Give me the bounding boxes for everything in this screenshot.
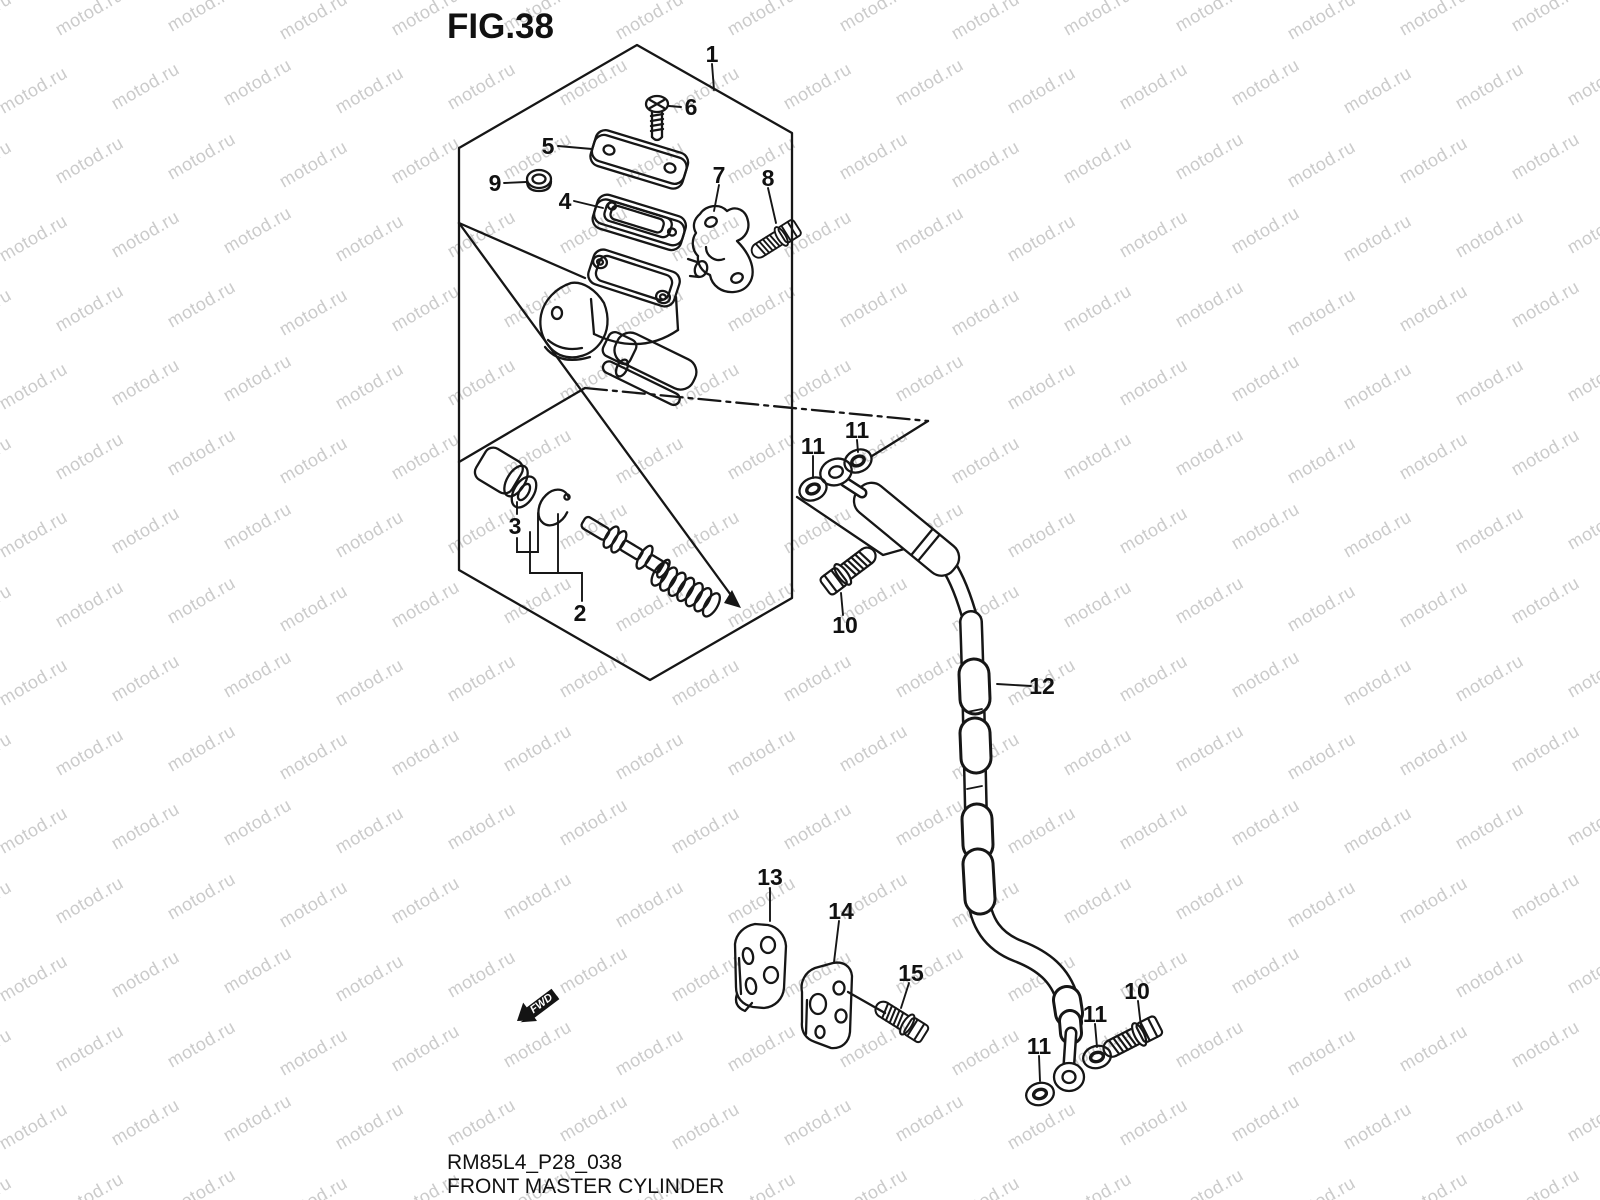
part-label-2: 2 xyxy=(574,600,587,626)
callout-line xyxy=(870,419,930,458)
part-label-11: 11 xyxy=(801,433,826,459)
part-label-9: 9 xyxy=(489,170,502,196)
part-11-washer xyxy=(1021,1078,1059,1110)
callout-line xyxy=(457,386,587,464)
part-label-3: 3 xyxy=(509,513,522,539)
leader-line-15 xyxy=(900,982,910,1009)
leader-line-9 xyxy=(503,181,527,184)
footer-caption: FRONT MASTER CYLINDER xyxy=(447,1175,724,1198)
leader-line-11 xyxy=(1038,1055,1041,1082)
callout-line xyxy=(457,221,738,604)
leader-line-3 xyxy=(516,512,539,553)
part-label-5: 5 xyxy=(542,133,555,159)
leader-line-12 xyxy=(996,683,1032,687)
leader-line-7 xyxy=(713,184,720,212)
return-spring xyxy=(650,561,722,618)
footer-code: RM85L4_P28_038 xyxy=(447,1151,622,1174)
exploded-view-linework xyxy=(457,43,1166,1110)
part-8-bolt xyxy=(746,216,804,265)
piston-kit xyxy=(473,446,722,618)
part-label-15: 15 xyxy=(898,960,924,986)
part-label-1: 1 xyxy=(706,41,719,67)
part-label-11: 11 xyxy=(845,417,870,443)
callout-arrowhead xyxy=(724,590,741,608)
part-6-screw xyxy=(644,94,670,142)
leader-line-11 xyxy=(1094,1023,1098,1048)
callout-centerline xyxy=(583,386,930,423)
part-label-10: 10 xyxy=(832,612,858,638)
leader-line-10 xyxy=(1137,1000,1142,1028)
leader-line-5 xyxy=(557,145,593,150)
part-label-13: 13 xyxy=(757,864,783,890)
leader-line-11 xyxy=(856,439,859,453)
part-9-grommet xyxy=(525,168,553,193)
part-label-12: 12 xyxy=(1029,673,1055,699)
part-10-bolt xyxy=(816,540,883,599)
part-label-11: 11 xyxy=(1083,1001,1108,1027)
part-4-diaphragm xyxy=(591,193,688,252)
part-label-7: 7 xyxy=(713,162,726,188)
figure-title: FIG.38 xyxy=(447,7,554,46)
callout-line xyxy=(457,221,587,280)
fwd-arrow: FWD xyxy=(517,988,560,1023)
leader-line-6 xyxy=(668,105,682,108)
part-5-cap xyxy=(589,129,690,190)
part-13-bracket xyxy=(733,922,788,1013)
leader-line-10 xyxy=(840,592,844,616)
part-label-8: 8 xyxy=(762,165,775,191)
part-label-11: 11 xyxy=(1027,1033,1052,1059)
part-10-bolt xyxy=(1097,1012,1166,1065)
leader-line-1 xyxy=(711,63,715,91)
part-label-6: 6 xyxy=(685,94,698,120)
banjo-eye-lower xyxy=(1052,1061,1086,1093)
leader-line-14 xyxy=(833,920,840,963)
leader-lines xyxy=(503,63,1142,1082)
part-7-clamp xyxy=(691,204,754,294)
part-label-4: 4 xyxy=(559,188,572,214)
leader-line-4 xyxy=(573,200,604,209)
part-14-bracket xyxy=(800,961,887,1050)
master-cylinder-body xyxy=(539,248,709,407)
part-12-brake-hose xyxy=(819,457,1086,1093)
iso-box-outline xyxy=(457,43,794,682)
part-15-bolt xyxy=(869,994,932,1046)
part-label-14: 14 xyxy=(828,898,854,924)
leader-line-8 xyxy=(767,187,777,224)
part-label-10: 10 xyxy=(1124,978,1150,1004)
